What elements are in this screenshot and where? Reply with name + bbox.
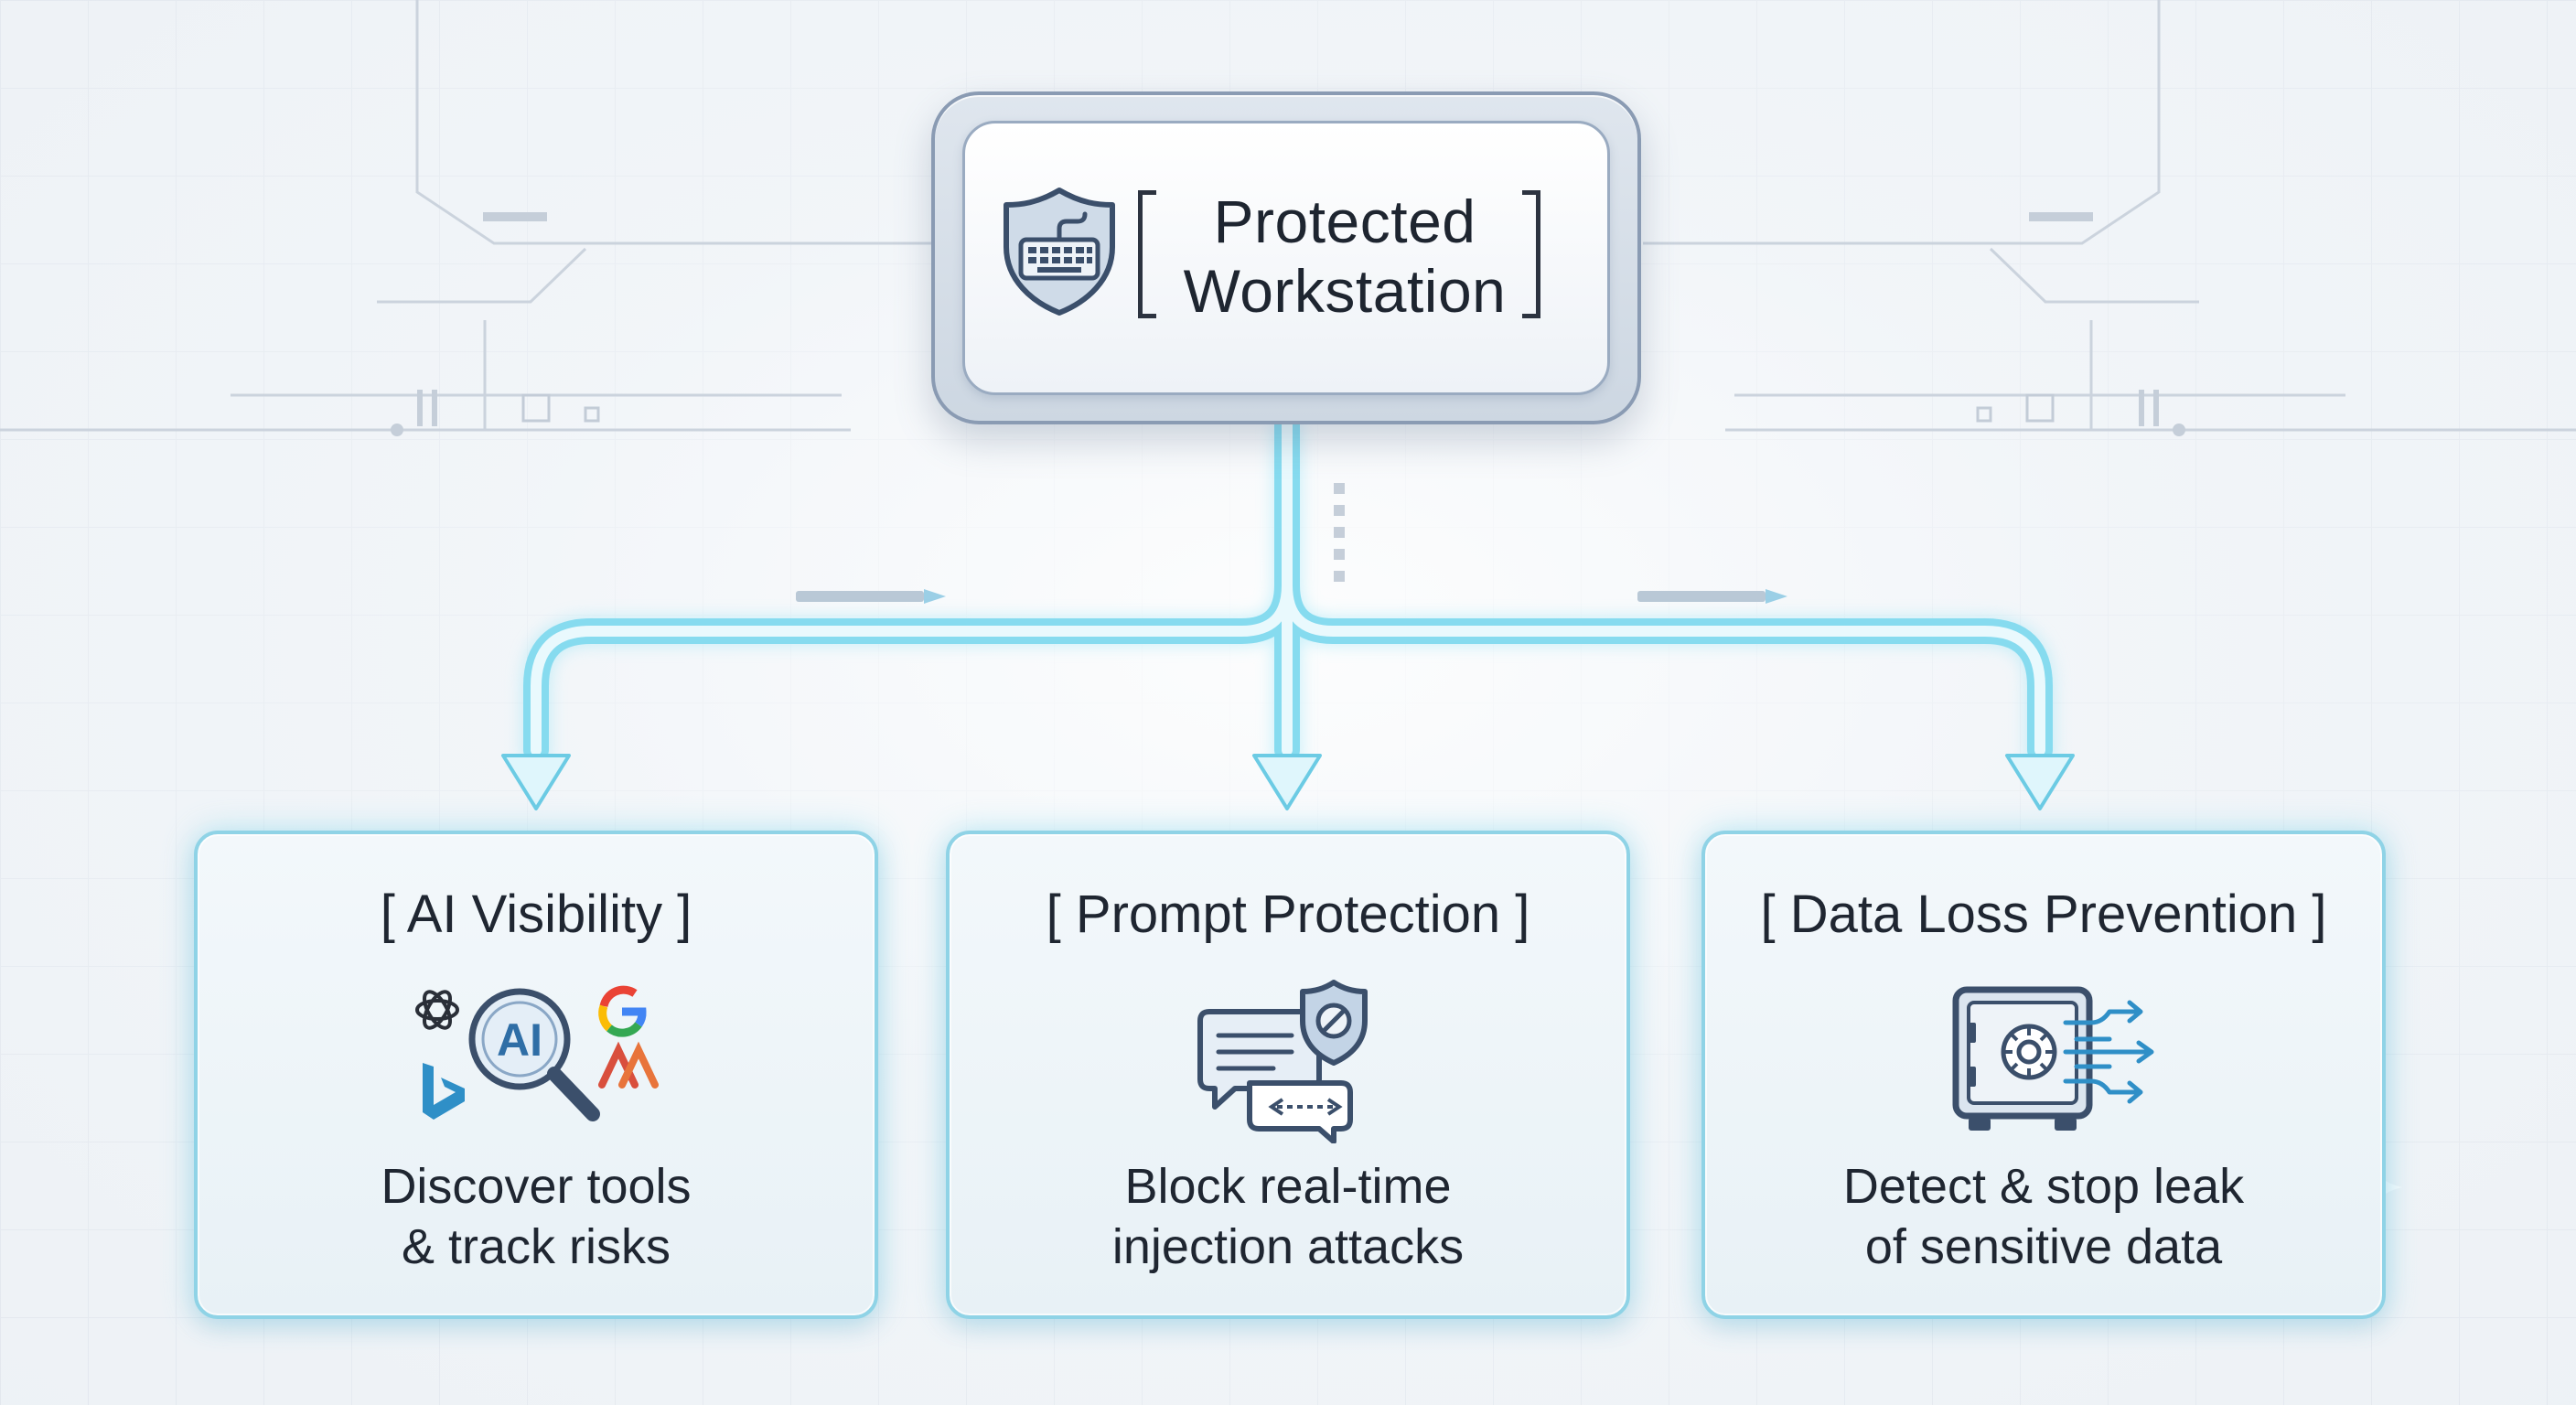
card-description: Discover tools & track risks — [198, 1156, 875, 1277]
card-description: Detect & stop leak of sensitive data — [1705, 1156, 2382, 1277]
card-desc-line2: & track risks — [401, 1219, 671, 1274]
ai-badge-text: AI — [497, 1014, 542, 1066]
card-desc-line2: injection attacks — [1111, 1219, 1465, 1274]
bing-logo-icon — [423, 1063, 465, 1120]
card-ai-visibility[interactable]: [ AI Visibility ] AI D — [194, 831, 878, 1319]
ai-magnifier-icon: AI — [415, 985, 659, 1121]
card-title: [ AI Visibility ] — [380, 885, 692, 944]
card-title: [ Data Loss Prevention ] — [1760, 885, 2327, 944]
root-title-line1: Protected — [1213, 188, 1476, 255]
shield-keyboard-icon — [1004, 188, 1115, 316]
root-node-title: Protected Workstation — [1153, 187, 1537, 326]
card-prompt-protection[interactable]: [ Prompt Protection ] Block real-time in… — [946, 831, 1630, 1319]
card-data-loss-prevention[interactable]: [ Data Loss Prevention ] — [1701, 831, 2386, 1319]
anthropic-logo-icon — [598, 1041, 659, 1089]
arrowhead-left — [501, 754, 571, 810]
safe-vault-icon — [1952, 986, 2154, 1131]
chat-shield-icon — [1197, 980, 1368, 1143]
card-desc-line1: Block real-time — [1124, 1159, 1452, 1214]
card-desc-line1: Detect & stop leak — [1842, 1159, 2245, 1214]
openai-logo-icon — [415, 990, 459, 1030]
card-title: [ Prompt Protection ] — [1046, 885, 1530, 944]
google-logo-icon — [598, 985, 647, 1037]
root-title-line2: Workstation — [1183, 257, 1507, 325]
card-desc-line1: Discover tools — [381, 1159, 692, 1214]
arrowhead-right — [2005, 754, 2075, 810]
root-bracket-right — [1522, 190, 1540, 318]
root-bracket-left — [1138, 190, 1156, 318]
card-desc-line2: of sensitive data — [1864, 1219, 2223, 1274]
card-description: Block real-time injection attacks — [950, 1156, 1626, 1277]
arrowhead-center — [1252, 754, 1322, 810]
